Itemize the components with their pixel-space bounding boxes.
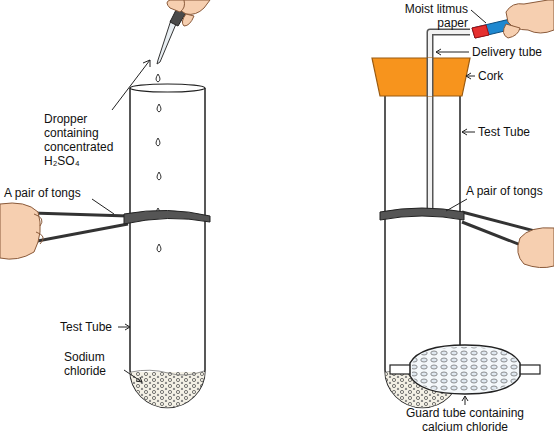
part-label: Cork (478, 69, 538, 83)
part-label: Dropper containing concentrated H₂SO₄ (44, 112, 128, 168)
hand-top-right (503, 0, 554, 38)
acid-drops (156, 74, 161, 252)
part-label: Delivery tube (472, 45, 552, 59)
guard-tube (390, 345, 540, 394)
part-label: Test Tube (60, 320, 118, 334)
part-label: A pair of tongs (466, 184, 552, 198)
part-label: Test Tube (478, 125, 548, 139)
part-label: Guard tube containing calcium chloride (390, 406, 540, 434)
part-label: Moist litmus paper (392, 2, 468, 30)
hand-top-left (167, 0, 210, 26)
part-label: A pair of tongs (4, 186, 104, 200)
leader-lines (92, 10, 486, 405)
cork (372, 58, 470, 96)
part-label: Sodium chloride (64, 350, 122, 378)
tongs-right (380, 208, 554, 268)
tongs-left (0, 203, 210, 259)
test-tube-left (128, 84, 208, 412)
